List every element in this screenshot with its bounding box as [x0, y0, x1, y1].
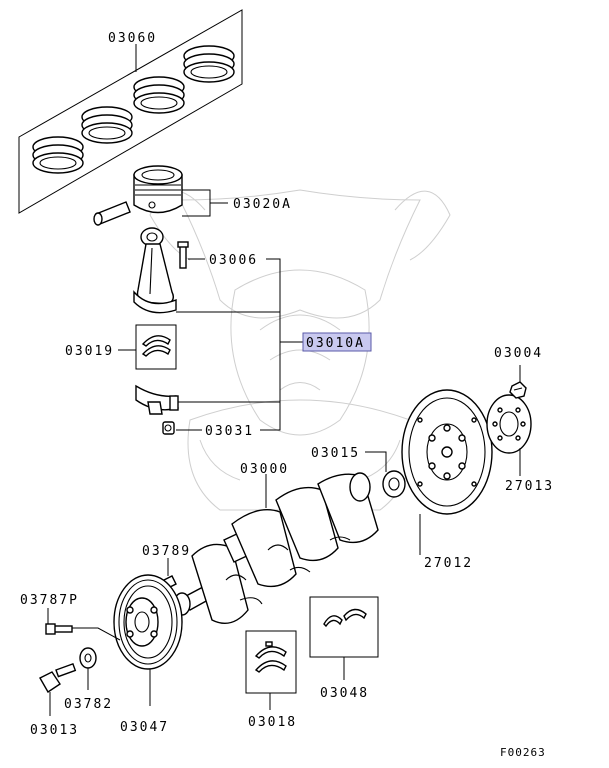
piston-rings-group: 03060 — [18, 9, 243, 214]
bearing-box-03019 — [135, 324, 177, 370]
label-03004: 03004 — [494, 346, 543, 361]
label-03787P: 03787P — [20, 593, 79, 608]
piston — [133, 165, 183, 214]
drive-plate-27012 — [401, 389, 493, 515]
pulley-bolt-03787P — [45, 623, 73, 635]
main-bearing-03018 — [254, 641, 287, 673]
label-03048: 03048 — [320, 686, 369, 701]
label-03018: 03018 — [248, 715, 297, 730]
bearing-box-03018 — [245, 630, 297, 694]
thrust-bearing-03048 — [323, 608, 367, 628]
damper-pulley-03047 — [113, 574, 183, 670]
piston-group: 03020A — [93, 165, 292, 226]
label-03000: 03000 — [240, 462, 289, 477]
label-03789: 03789 — [142, 544, 191, 559]
piston-ring-set-4 — [183, 45, 235, 83]
connecting-rod-group: 03006 03010A 03019 03031 — [65, 227, 372, 439]
rod-bearing-upper — [141, 335, 171, 357]
rod-bolt — [177, 241, 189, 269]
label-03060: 03060 — [108, 31, 157, 46]
figure-code: F00263 — [500, 746, 546, 759]
label-03782: 03782 — [64, 697, 113, 712]
piston-pin — [93, 201, 131, 226]
label-03006: 03006 — [209, 253, 258, 268]
rod-nut — [162, 421, 175, 435]
adapter-plate-27013 — [486, 394, 532, 454]
rod-cap — [135, 384, 179, 415]
label-03010A[interactable]: 03010A — [306, 336, 365, 351]
label-03019: 03019 — [65, 344, 114, 359]
bearing-box-03048 — [309, 596, 379, 658]
label-03031: 03031 — [205, 424, 254, 439]
drive-plate-group: 27012 27013 03004 03015 — [311, 346, 554, 571]
label-03020A: 03020A — [233, 197, 292, 212]
label-03015: 03015 — [311, 446, 360, 461]
piston-ring-set-3 — [133, 76, 185, 114]
label-03047: 03047 — [120, 720, 169, 735]
highlight-box-03010A — [302, 332, 372, 352]
washer-03782 — [79, 647, 97, 669]
crank-bolt-03013 — [39, 662, 77, 693]
piston-ring-set-2 — [81, 106, 133, 144]
label-27013: 27013 — [505, 479, 554, 494]
label-27012: 27012 — [424, 556, 473, 571]
label-03013: 03013 — [30, 723, 79, 738]
pilot-bushing-03015 — [382, 470, 406, 498]
connecting-rod — [133, 227, 177, 314]
piston-ring-set-1 — [32, 136, 84, 174]
